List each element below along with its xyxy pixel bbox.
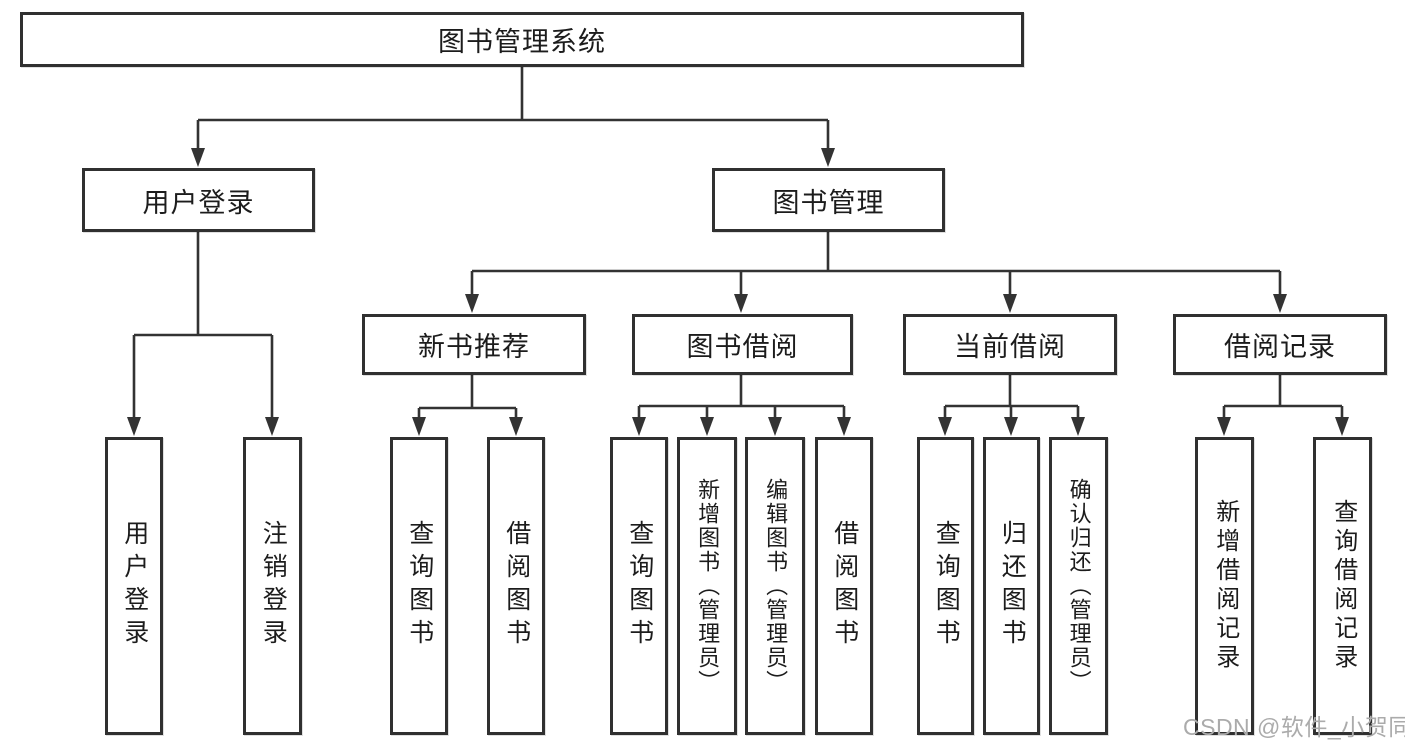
leaf-current-query-books-label: 查询图书 bbox=[932, 520, 961, 652]
leaf-records-query-record: 查询借阅记录 bbox=[1313, 437, 1372, 735]
arrowhead-down bbox=[938, 417, 952, 436]
arrowhead-down bbox=[768, 417, 782, 436]
leaf-current-query-books: 查询图书 bbox=[917, 437, 974, 735]
connector-newbooks-children bbox=[417, 375, 518, 421]
node-current-borrowing: 当前借阅 bbox=[903, 314, 1117, 375]
arrowhead-down bbox=[509, 417, 523, 436]
arrowhead-down bbox=[1004, 417, 1018, 436]
arrowhead-down bbox=[465, 294, 479, 313]
arrowhead-down bbox=[1217, 417, 1231, 436]
leaf-current-confirm-return-admin: 确认归还（管理员） bbox=[1049, 437, 1108, 735]
arrowhead-down bbox=[1335, 417, 1349, 436]
connector-borrow-children bbox=[637, 375, 846, 421]
connector-records-children bbox=[1222, 375, 1344, 421]
arrowhead-down bbox=[1003, 294, 1017, 313]
leaf-borrow-borrow-books: 借阅图书 bbox=[815, 437, 873, 735]
arrowhead-down bbox=[1273, 294, 1287, 313]
leaf-current-confirm-return-admin-label: 确认归还（管理员） bbox=[1066, 478, 1092, 694]
leaf-borrow-query-books-label: 查询图书 bbox=[625, 520, 654, 652]
arrowhead-down bbox=[700, 417, 714, 436]
node-book-borrowing: 图书借阅 bbox=[632, 314, 853, 375]
leaf-newbooks-borrow-books-label: 借阅图书 bbox=[502, 520, 531, 652]
leaf-newbooks-query-books: 查询图书 bbox=[390, 437, 448, 735]
node-user-login: 用户登录 bbox=[82, 168, 315, 232]
arrowhead-down bbox=[412, 417, 426, 436]
arrowhead-down bbox=[127, 417, 141, 436]
leaf-current-return-books: 归还图书 bbox=[983, 437, 1040, 735]
leaf-records-query-record-label: 查询借阅记录 bbox=[1329, 499, 1357, 673]
arrowhead-down bbox=[191, 148, 205, 167]
node-new-book-recommend: 新书推荐 bbox=[362, 314, 586, 375]
connector-mgmt-to-level3 bbox=[470, 232, 1282, 298]
leaf-borrow-add-books-admin-label: 新增图书（管理员） bbox=[695, 478, 721, 694]
node-book-management: 图书管理 bbox=[712, 168, 945, 232]
csdn-watermark: CSDN @软件_小贺同学 bbox=[1183, 714, 1405, 740]
arrowhead-down bbox=[821, 148, 835, 167]
leaf-borrow-query-books: 查询图书 bbox=[610, 437, 668, 735]
leaf-user-login-label: 用户登录 bbox=[120, 520, 149, 652]
node-borrowing-records-label: 借阅记录 bbox=[1224, 332, 1336, 362]
node-borrowing-records: 借阅记录 bbox=[1173, 314, 1387, 375]
arrowhead-down bbox=[632, 417, 646, 436]
connector-root-to-level2 bbox=[196, 67, 830, 152]
connector-current-children bbox=[943, 375, 1080, 421]
node-book-management-label: 图书管理 bbox=[772, 187, 885, 218]
leaf-borrow-edit-books-admin-label: 编辑图书（管理员） bbox=[763, 478, 789, 694]
leaf-records-add-record: 新增借阅记录 bbox=[1195, 437, 1254, 735]
node-user-login-label: 用户登录 bbox=[142, 187, 255, 218]
leaf-user-login: 用户登录 bbox=[105, 437, 163, 735]
node-book-borrowing-label: 图书借阅 bbox=[686, 332, 799, 362]
leaf-borrow-edit-books-admin: 编辑图书（管理员） bbox=[745, 437, 805, 735]
arrowhead-down bbox=[1071, 417, 1085, 436]
leaf-borrow-add-books-admin: 新增图书（管理员） bbox=[677, 437, 737, 735]
node-root-label: 图书管理系统 bbox=[438, 27, 606, 57]
node-root: 图书管理系统 bbox=[20, 12, 1024, 67]
leaf-records-add-record-label: 新增借阅记录 bbox=[1211, 499, 1239, 673]
node-new-book-recommend-label: 新书推荐 bbox=[418, 332, 530, 362]
leaf-current-return-books-label: 归还图书 bbox=[998, 520, 1027, 652]
leaf-logout-label: 注销登录 bbox=[259, 520, 288, 652]
node-current-borrowing-label: 当前借阅 bbox=[954, 332, 1066, 362]
arrowhead-down bbox=[734, 294, 748, 313]
leaf-newbooks-query-books-label: 查询图书 bbox=[405, 520, 434, 652]
leaf-logout: 注销登录 bbox=[243, 437, 302, 735]
arrowhead-down bbox=[265, 417, 279, 436]
arrowhead-down bbox=[837, 417, 851, 436]
leaf-borrow-borrow-books-label: 借阅图书 bbox=[830, 520, 859, 652]
connector-login-children bbox=[132, 232, 274, 421]
leaf-newbooks-borrow-books: 借阅图书 bbox=[487, 437, 545, 735]
